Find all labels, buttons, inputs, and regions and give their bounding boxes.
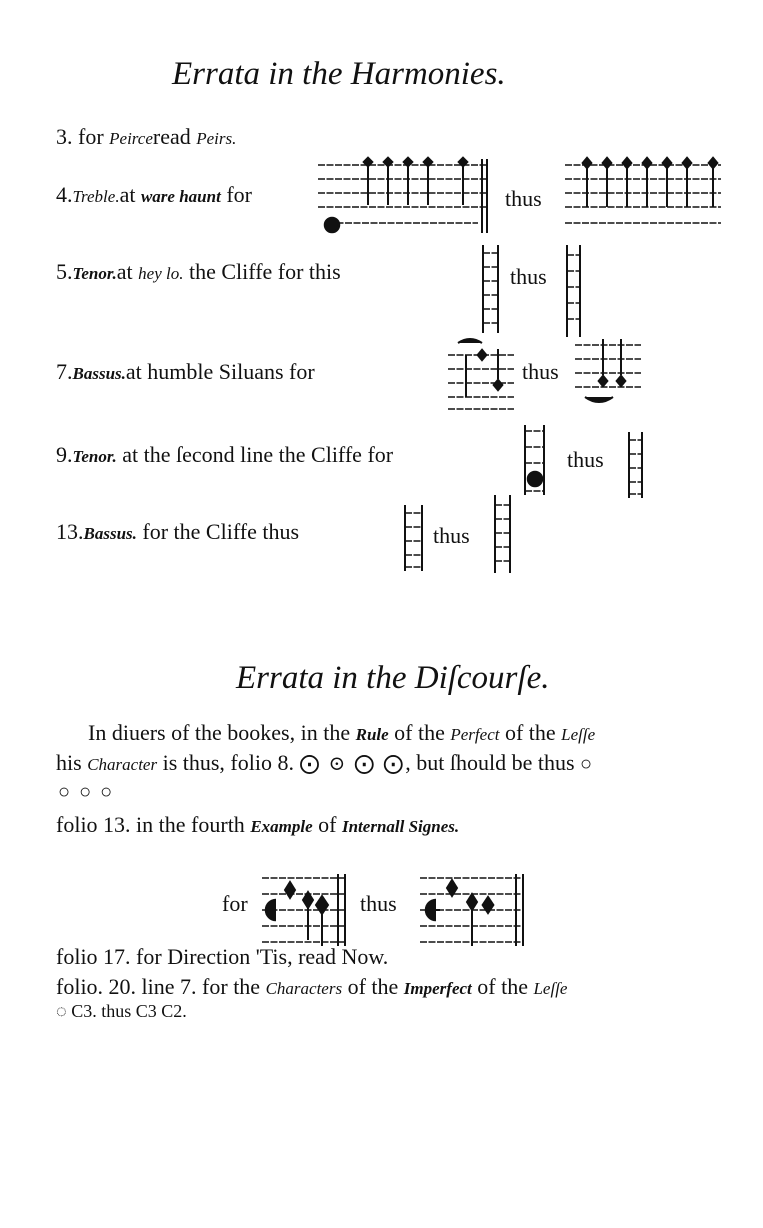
bass-staff-correct (575, 339, 641, 403)
mensuration-signs: C3 C2. (135, 1001, 187, 1021)
erratum-13: 13.Bassus. for the Cliffe thus (56, 521, 299, 543)
entry-italic: hey lo. (138, 264, 184, 283)
entry-text: at (116, 259, 139, 284)
entry-text: the Cliffe for this (183, 259, 341, 284)
entry-italic: Treble. (72, 187, 120, 206)
text: is thus, folio 8. (157, 750, 300, 775)
text: of the (499, 720, 562, 745)
entry-number: 3. (56, 124, 73, 149)
text: of the (342, 974, 404, 999)
entry-number: 9. (56, 442, 73, 467)
text: of the (471, 974, 534, 999)
discourse-line-1: In diuers of the bookes, in the Rule of … (88, 722, 595, 744)
entry-italic: ware haunt (140, 187, 221, 206)
entry-text: for (220, 182, 252, 207)
text: of the (388, 720, 451, 745)
clef-staff-correct (494, 495, 511, 573)
italic-text: Leſſe (561, 725, 596, 744)
example-staff-wrong (262, 874, 346, 946)
thus-label: thus (433, 523, 470, 548)
erratum-9: 9.Tenor. at the ſecond line the Cliffe f… (56, 444, 393, 466)
mensuration-signs: ◌ C3. (56, 1001, 97, 1021)
erratum-7: 7.Bassus.at humble Siluans for (56, 361, 315, 383)
discourse-title: Errata in the Diſcourſe. (236, 660, 550, 696)
thus-label: thus (505, 186, 542, 211)
entry-text: for (78, 124, 110, 149)
text: , but ſhould be thus (405, 750, 581, 775)
thus-label: thus (567, 447, 604, 472)
entry-text: at (119, 182, 141, 207)
for-label: for (222, 891, 248, 916)
music-staff-correct (565, 156, 721, 224)
thus-label: thus (510, 264, 547, 289)
entry-text: at the ſecond line the Cliffe for (116, 442, 394, 467)
discourse-line-4: folio 13. in the fourth Example of Inter… (56, 814, 459, 836)
thus-label: thus (522, 359, 559, 384)
discourse-line-6: folio. 20. line 7. for the Characters of… (56, 976, 567, 998)
mensuration-sign: ○ (580, 753, 595, 775)
erratum-4: 4.Treble.at ware haunt for (56, 184, 252, 206)
text: folio. 20. line 7. for the (56, 974, 266, 999)
entry-text: for the Cliffe thus (136, 519, 300, 544)
entry-italic: Bassus. (83, 524, 137, 543)
example-staff-correct (420, 874, 524, 946)
clef-staff-wrong (404, 505, 423, 571)
italic-text: Internall Signes. (341, 817, 460, 836)
clef-staff-wrong (524, 425, 545, 495)
discourse-line-3: ○ ○ ○ (58, 781, 115, 803)
entry-text: read (152, 124, 197, 149)
music-staff-wrong (318, 156, 488, 234)
entry-italic: Bassus. (72, 364, 126, 383)
italic-text: Leſſe (533, 979, 568, 998)
italic-text: Example (250, 817, 313, 836)
text: his (56, 750, 88, 775)
erratum-5: 5.Tenor.at hey lo. the Cliffe for this (56, 261, 341, 283)
entry-number: 4. (56, 182, 73, 207)
discourse-line-7: ◌ C3. thus C3 C2. (56, 1002, 187, 1020)
bass-staff-wrong (448, 338, 514, 410)
text: folio 13. in the fourth (56, 812, 251, 837)
entry-text: at humble Siluans for (125, 359, 315, 384)
entry-italic: Peirce (109, 129, 153, 148)
text: thus (96, 1001, 136, 1021)
entry-number: 13. (56, 519, 84, 544)
entry-number: 5. (56, 259, 73, 284)
italic-text: Rule (355, 725, 389, 744)
italic-text: Characters (265, 979, 343, 998)
erratum-3: 3. for Peirceread Peirs. (56, 126, 236, 148)
mensuration-signs: ⨀ ⊙ ⨀ ⨀ (299, 753, 406, 775)
entry-italic: Peirs. (196, 129, 237, 148)
harmonies-title: Errata in the Harmonies. (172, 56, 506, 92)
italic-text: Perfect (450, 725, 500, 744)
discourse-line-5: folio 17. for Direction 'Tis, read Now. (56, 944, 389, 969)
text: of (312, 812, 342, 837)
italic-text: Character (87, 755, 158, 774)
entry-italic: Tenor. (72, 264, 117, 283)
entry-number: 7. (56, 359, 73, 384)
text: In diuers of the bookes, in the (88, 720, 356, 745)
entry-italic: Tenor. (72, 447, 117, 466)
thus-label: thus (360, 891, 397, 916)
italic-text: Imperfect (403, 979, 472, 998)
clef-staff-correct (566, 245, 581, 337)
clef-staff-correct (628, 432, 643, 498)
clef-staff-wrong (482, 245, 499, 333)
discourse-line-2: his Character is thus, folio 8. ⨀ ⊙ ⨀ ⨀,… (56, 750, 595, 775)
